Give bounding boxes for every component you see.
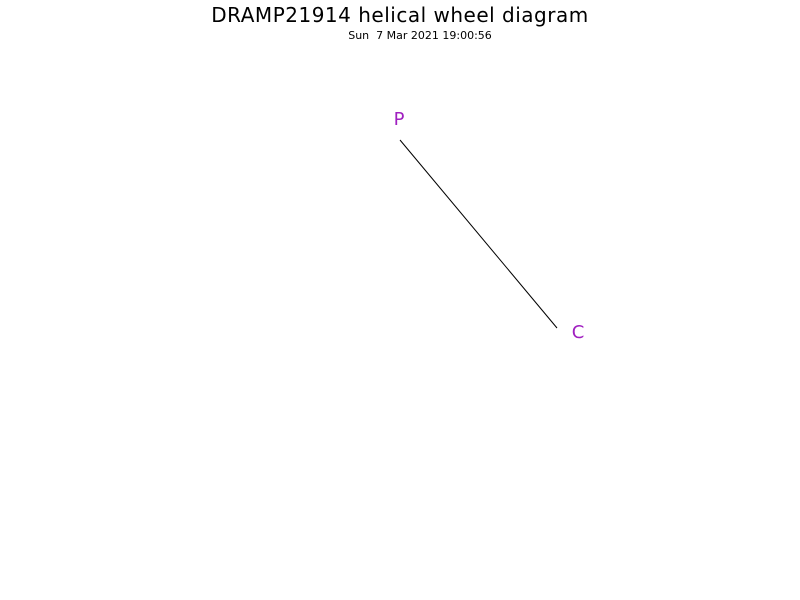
residue-label-1: P	[394, 109, 405, 130]
generation-timestamp: Sun 7 Mar 2021 19:00:56	[348, 29, 492, 42]
residue-label-2: C	[572, 322, 585, 343]
residue-connector-line	[399, 139, 558, 329]
diagram-title: DRAMP21914 helical wheel diagram	[211, 3, 589, 27]
